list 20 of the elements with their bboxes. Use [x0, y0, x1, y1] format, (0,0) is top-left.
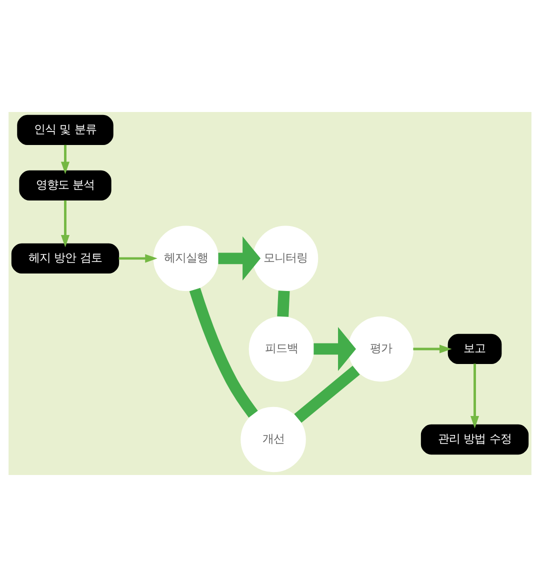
- arrow: [218, 236, 261, 280]
- arrow: [314, 326, 356, 371]
- connector: [294, 366, 360, 423]
- arrow: [118, 254, 158, 263]
- node-circle: 개선: [240, 406, 306, 472]
- connector: [277, 290, 290, 317]
- arrow: [60, 144, 70, 174]
- arrow: [470, 364, 480, 428]
- node-box: 보고: [448, 334, 502, 364]
- arrow: [60, 200, 70, 248]
- node-circle: 평가: [348, 316, 414, 382]
- node-box: 헤지 방안 검토: [11, 243, 120, 274]
- node-circle: 모니터링: [252, 226, 318, 292]
- node-circle: 피드백: [248, 316, 314, 382]
- connector: [189, 288, 258, 418]
- node-box: 관리 방법 수정: [420, 424, 529, 455]
- node-box: 영향도 분석: [19, 170, 112, 200]
- arrow: [413, 344, 452, 354]
- node-box: 인식 및 분류: [17, 114, 114, 146]
- node-circle: 헤지실행: [153, 226, 219, 292]
